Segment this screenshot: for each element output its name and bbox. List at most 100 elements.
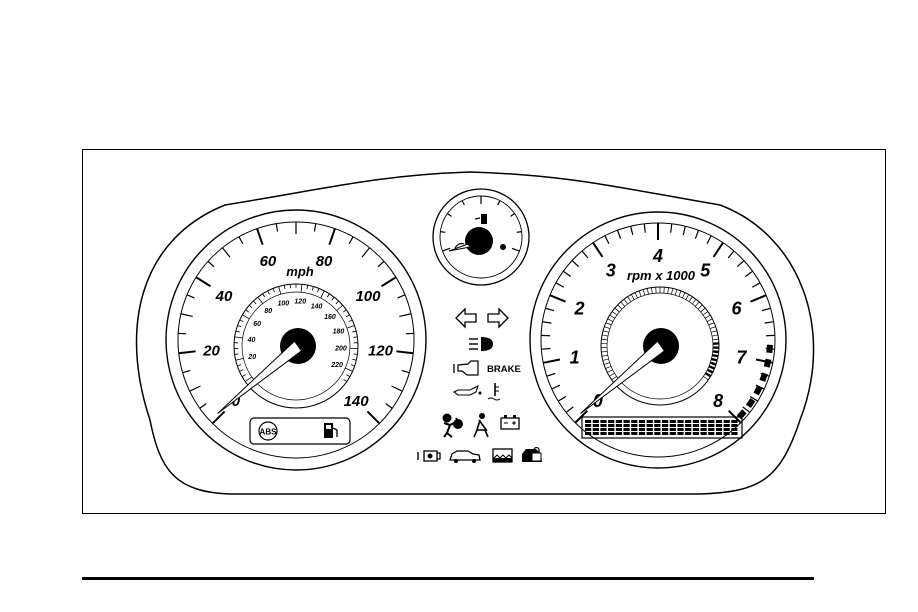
- lcd-segment: [615, 428, 622, 431]
- tacho-inner-tick: [605, 365, 612, 369]
- kmh-tick: [345, 367, 353, 372]
- lcd-segment: [731, 424, 738, 427]
- lcd-segment: [638, 432, 646, 435]
- lcd-segment: [654, 428, 661, 431]
- lcd-segment: [600, 428, 607, 431]
- lcd-segment: [638, 428, 646, 431]
- battery-icon: [500, 415, 520, 430]
- tacho-inner-tick: [617, 304, 623, 310]
- tacho-inner-tick: [706, 368, 714, 374]
- tacho-inner-tick: [604, 326, 611, 329]
- tachometer-tick: [643, 223, 646, 233]
- oil-pressure-icon: [452, 384, 482, 396]
- lcd-segment: [677, 420, 684, 423]
- redline-block: [763, 358, 772, 368]
- tachometer-tick: [562, 270, 571, 278]
- speedometer-tick-label: 40: [215, 288, 233, 305]
- kmh-tick: [311, 286, 314, 291]
- kmh-tick: [235, 330, 240, 333]
- kmh-tick-label: 120: [294, 299, 306, 306]
- tacho-inner-tick: [708, 322, 715, 326]
- lcd-segment: [700, 420, 707, 423]
- tachometer-tick: [751, 282, 761, 288]
- lcd-segment: [669, 428, 676, 431]
- speedometer-tick-label: 80: [316, 253, 333, 270]
- lcd-segment: [669, 424, 676, 427]
- high-beam-icon: [469, 337, 493, 351]
- speedometer-tick: [256, 228, 264, 245]
- speedometer-unit-label: mph: [286, 264, 314, 279]
- security-car-icon: [449, 450, 481, 463]
- lcd-segment: [677, 424, 684, 427]
- speedometer-tick: [366, 410, 381, 425]
- tacho-inner-tick: [605, 322, 612, 326]
- tachometer-tick: [557, 395, 567, 402]
- lcd-segment: [715, 424, 723, 427]
- tacho-inner-tick: [609, 372, 615, 377]
- tacho-inner-tick: [620, 301, 626, 307]
- fuel-gauge-bezel: [432, 188, 530, 286]
- kmh-tick-label: 100: [278, 300, 290, 307]
- tachometer-needle: [580, 340, 666, 414]
- tacho-inner-tick: [646, 288, 649, 295]
- lcd-segment: [662, 424, 669, 427]
- lcd-segment: [715, 432, 723, 435]
- kmh-tick: [237, 364, 242, 367]
- kmh-tick: [331, 296, 335, 301]
- tacho-inner-tick: [607, 318, 614, 322]
- kmh-tick-label: 140: [311, 303, 323, 310]
- tachometer-tick-label: 7: [736, 348, 747, 368]
- kmh-tick: [239, 319, 244, 323]
- speedometer-tick: [348, 236, 354, 245]
- tachometer-tick: [749, 395, 759, 402]
- tachometer-tick: [581, 250, 589, 259]
- lcd-segment: [585, 432, 592, 435]
- lcd-segment: [608, 424, 615, 427]
- speedometer-tick-label: 120: [368, 343, 394, 360]
- kmh-tick-label: 180: [333, 329, 345, 336]
- speedometer-tick: [399, 313, 412, 317]
- tacho-inner-tick: [709, 326, 716, 329]
- speedometer-tick: [396, 350, 414, 355]
- tacho-inner-tick: [678, 290, 682, 297]
- redline-block: [766, 344, 773, 354]
- abs-warning-icon: [258, 421, 278, 441]
- speedometer-major-ticks: [178, 222, 414, 425]
- kmh-tick: [335, 300, 339, 305]
- tachometer-tick-label: 3: [606, 260, 616, 280]
- redline-block: [745, 397, 756, 408]
- lcd-segment: [731, 428, 738, 431]
- speedometer-tick: [275, 223, 279, 232]
- lcd-segment: [623, 428, 630, 431]
- kmh-tick: [350, 364, 355, 367]
- tacho-inner-tick: [601, 351, 608, 353]
- kmh-tick: [283, 285, 286, 290]
- speedometer-tick: [199, 403, 207, 409]
- tachometer-tick-label: 4: [652, 246, 663, 266]
- lcd-segment: [692, 424, 699, 427]
- lcd-segment: [723, 420, 730, 423]
- tacho-inner-tick: [602, 358, 609, 361]
- fuel-gauge-hub: [465, 227, 493, 255]
- tachometer-ticks: [541, 223, 775, 424]
- kmh-tick: [317, 288, 320, 293]
- lcd-segment: [600, 424, 607, 427]
- kmh-tick-label: 200: [334, 345, 347, 352]
- tachometer-tick: [694, 230, 700, 239]
- tacho-inner-tick: [688, 296, 693, 302]
- kmh-tick-label: 20: [247, 354, 256, 361]
- tacho-inner-tick: [627, 296, 632, 302]
- kmh-tick: [352, 358, 357, 361]
- tacho-inner-tick: [702, 311, 709, 316]
- tacho-inner-tick: [611, 311, 618, 316]
- fuel-gauge-tick: [442, 247, 451, 252]
- fuel-gauge-tick: [440, 231, 446, 233]
- lcd-segment: [592, 424, 599, 427]
- tachometer-tick: [592, 242, 604, 258]
- tachometer-tick: [542, 321, 552, 324]
- odometer-segments: [585, 420, 738, 435]
- lcd-segment: [615, 420, 622, 423]
- lcd-segment: [623, 432, 630, 435]
